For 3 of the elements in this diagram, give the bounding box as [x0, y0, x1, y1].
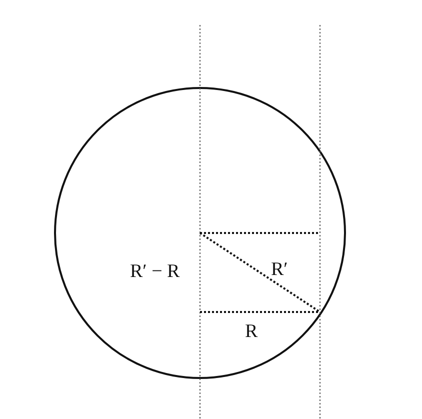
- radius-label: R′: [271, 260, 288, 279]
- dimension-label: R: [245, 322, 258, 341]
- dimension-label: R′ − R: [130, 262, 180, 281]
